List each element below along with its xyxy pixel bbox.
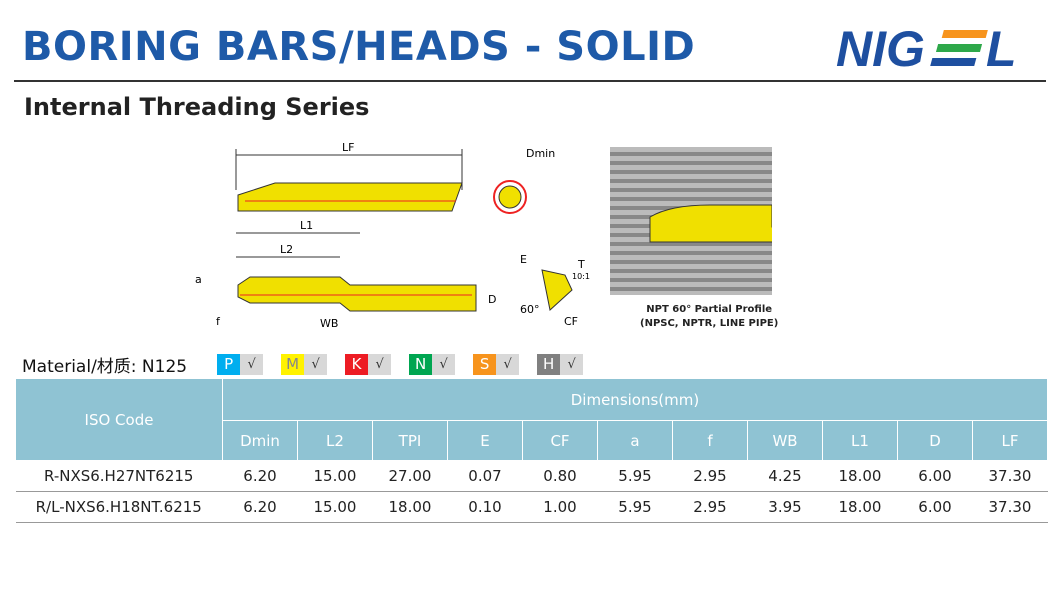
value-cell: 2.95 <box>672 460 748 492</box>
material-label: Material/材质: N125 <box>22 357 188 377</box>
check-icon: √ <box>560 354 584 375</box>
tool-drawing: LF L1 L2 a f WB D Dmin E T 10:1 60° CF <box>195 141 590 330</box>
check-icon: √ <box>304 354 328 375</box>
value-cell: 2.95 <box>672 491 748 523</box>
value-cell: 0.80 <box>522 460 598 492</box>
check-icon: √ <box>240 354 264 375</box>
page-subtitle: Internal Threading Series <box>24 93 370 121</box>
check-icon: √ <box>368 354 392 375</box>
label-wb: WB <box>320 317 338 330</box>
column-header: E <box>447 420 523 461</box>
column-header: f <box>672 420 748 461</box>
value-cell: 15.00 <box>297 460 373 492</box>
column-header: L1 <box>822 420 898 461</box>
grade-letter: M <box>281 354 305 375</box>
dimensions-header: Dimensions(mm) <box>222 378 1048 421</box>
iso-header: ISO Code <box>15 378 223 461</box>
column-header: a <box>597 420 673 461</box>
value-cell: 5.95 <box>597 491 673 523</box>
column-header: LF <box>972 420 1048 461</box>
column-header: TPI <box>372 420 448 461</box>
photo-caption: NPT 60° Partial Profile (NPSC, NPTR, LIN… <box>640 303 778 331</box>
check-icon: √ <box>432 354 456 375</box>
grade-badge-n: N√ <box>409 354 456 375</box>
value-cell: 15.00 <box>297 491 373 523</box>
iso-code-cell: R-NXS6.H27NT6215 <box>15 460 223 492</box>
caption-line-2: (NPSC, NPTR, LINE PIPE) <box>640 318 779 329</box>
nigel-logo: NIG L <box>836 22 1017 72</box>
label-l2: L2 <box>280 243 293 256</box>
grade-badge-p: P√ <box>217 354 264 375</box>
label-l1: L1 <box>300 219 313 232</box>
grade-badge-m: M√ <box>281 354 328 375</box>
svg-text:NIG: NIG <box>836 22 925 72</box>
svg-text:L: L <box>986 22 1017 72</box>
value-cell: 0.10 <box>447 491 523 523</box>
column-header: Dmin <box>222 420 298 461</box>
column-header: WB <box>747 420 823 461</box>
label-lf: LF <box>342 141 354 154</box>
label-cf: CF <box>564 315 578 328</box>
label-t: T <box>577 258 585 271</box>
thread-photo <box>610 147 772 295</box>
label-ratio: 10:1 <box>572 272 590 281</box>
value-cell: 6.00 <box>897 491 973 523</box>
value-cell: 0.07 <box>447 460 523 492</box>
column-header: CF <box>522 420 598 461</box>
grade-letter: K <box>345 354 369 375</box>
label-angle: 60° <box>520 303 540 316</box>
value-cell: 18.00 <box>822 460 898 492</box>
material-row: Material/材质: N125 P√M√K√N√S√H√ <box>22 352 584 377</box>
value-cell: 1.00 <box>522 491 598 523</box>
grade-letter: N <box>409 354 433 375</box>
iso-code-cell: R/L-NXS6.H18NT.6215 <box>15 491 223 523</box>
grade-letter: S <box>473 354 497 375</box>
value-cell: 27.00 <box>372 460 448 492</box>
label-a: a <box>195 273 202 286</box>
label-d: D <box>488 293 496 306</box>
value-cell: 18.00 <box>822 491 898 523</box>
column-header: D <box>897 420 973 461</box>
page-title: BORING BARS/HEADS - SOLID <box>22 24 696 70</box>
grade-letter: P <box>217 354 241 375</box>
value-cell: 5.95 <box>597 460 673 492</box>
grade-letter: H <box>537 354 561 375</box>
label-f: f <box>216 315 221 328</box>
value-cell: 6.00 <box>897 460 973 492</box>
column-header: L2 <box>297 420 373 461</box>
label-dmin: Dmin <box>526 147 555 160</box>
value-cell: 3.95 <box>747 491 823 523</box>
value-cell: 37.30 <box>972 491 1048 523</box>
value-cell: 6.20 <box>222 491 298 523</box>
divider <box>14 80 1046 82</box>
value-cell: 6.20 <box>222 460 298 492</box>
caption-line-1: NPT 60° Partial Profile <box>646 304 773 315</box>
value-cell: 4.25 <box>747 460 823 492</box>
value-cell: 18.00 <box>372 491 448 523</box>
check-icon: √ <box>496 354 520 375</box>
grade-badge-s: S√ <box>473 354 520 375</box>
grade-badge-h: H√ <box>537 354 584 375</box>
value-cell: 37.30 <box>972 460 1048 492</box>
grade-badge-k: K√ <box>345 354 392 375</box>
label-e: E <box>520 253 527 266</box>
